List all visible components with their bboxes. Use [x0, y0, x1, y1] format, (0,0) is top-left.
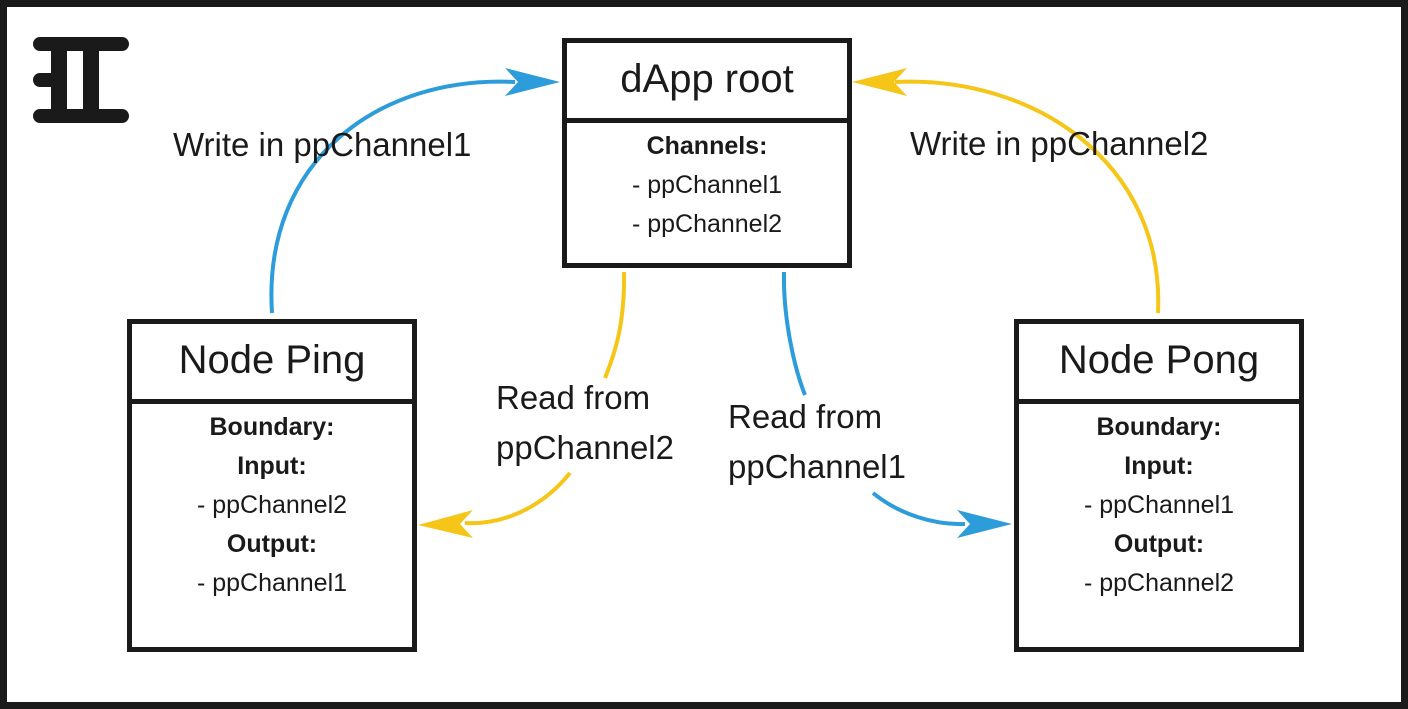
dapp-root-body: Channels: - ppChannel1 - ppChannel2 — [567, 123, 847, 244]
label-read-ppchannel1: Read from ppChannel1 — [728, 392, 906, 492]
edge-read-ppchannel2 — [464, 271, 627, 526]
dapp-root-box: dApp root Channels: - ppChannel1 - ppCha… — [562, 38, 852, 268]
input-heading: Input: — [1124, 452, 1194, 480]
node-ping-title: Node Ping — [132, 324, 412, 404]
edge-read-ppchannel1 — [781, 271, 966, 527]
arrowhead-read-ppchannel1 — [957, 510, 1012, 538]
label-channel-line: ppChannel2 — [496, 429, 674, 466]
channel-item: - ppChannel2 — [631, 210, 783, 238]
output-channel: - ppChannel2 — [1083, 569, 1235, 597]
node-pong-title: Node Pong — [1019, 324, 1299, 404]
stacked-bars-logo-icon — [33, 37, 129, 123]
input-heading: Input: — [237, 452, 307, 480]
channel-item: - ppChannel1 — [631, 171, 783, 199]
node-pong-box: Node Pong Boundary: Input: - ppChannel1 … — [1014, 319, 1304, 652]
node-ping-box: Node Ping Boundary: Input: - ppChannel2 … — [127, 319, 417, 652]
output-heading: Output: — [226, 530, 318, 558]
dapp-root-title: dApp root — [567, 43, 847, 123]
arrowhead-write-ppchannel1 — [505, 68, 560, 96]
node-pong-body: Boundary: Input: - ppChannel1 Output: - … — [1019, 404, 1299, 603]
label-read-ppchannel2: Read from ppChannel2 — [496, 373, 674, 473]
label-channel-line: ppChannel1 — [728, 448, 906, 485]
boundary-heading: Boundary: — [209, 413, 335, 441]
edge-write-ppchannel2 — [894, 79, 1161, 314]
node-ping-body: Boundary: Input: - ppChannel2 Output: - … — [132, 404, 412, 603]
label-write-ppchannel1: Write in ppChannel1 — [173, 126, 472, 163]
label-read-line: Read from — [496, 379, 651, 416]
label-read-line: Read from — [728, 398, 883, 435]
boundary-heading: Boundary: — [1096, 413, 1222, 441]
input-channel: - ppChannel2 — [196, 491, 348, 519]
arrowhead-write-ppchannel2 — [852, 68, 907, 96]
label-write-ppchannel2: Write in ppChannel2 — [910, 125, 1209, 162]
output-heading: Output: — [1113, 530, 1205, 558]
edge-write-ppchannel1 — [269, 79, 516, 314]
channels-heading: Channels: — [646, 132, 768, 160]
output-channel: - ppChannel1 — [196, 569, 348, 597]
arrowhead-read-ppchannel2 — [418, 510, 473, 538]
input-channel: - ppChannel1 — [1083, 491, 1235, 519]
